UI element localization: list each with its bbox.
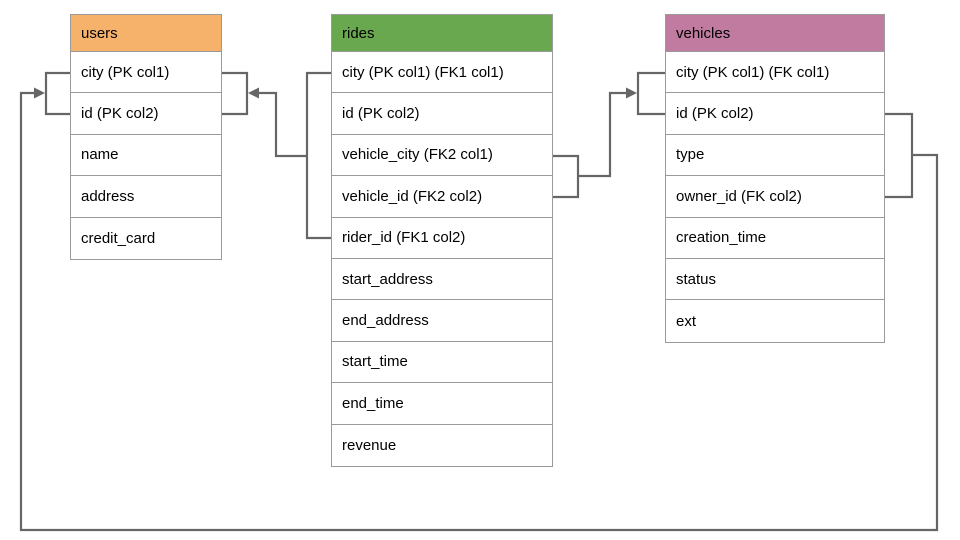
fk2-vehicles-target-bracket: [636, 71, 665, 116]
fk2-rides-source-bracket: [553, 154, 580, 199]
table-rides-header: rides: [332, 15, 552, 52]
rides-column-vehicle-city: vehicle_city (FK2 col1): [332, 134, 552, 177]
fk1-users-target-bracket: [222, 71, 249, 116]
rides-column-end-time: end_time: [332, 383, 552, 425]
fk1-arrowhead-icon: [248, 87, 259, 99]
rides-column-revenue: revenue: [332, 424, 552, 466]
fk-vehicles-source-bracket: [885, 112, 914, 199]
table-users-header: users: [71, 15, 221, 52]
rides-column-vehicle-id: vehicle_id (FK2 col2): [332, 176, 552, 218]
fk-arrowhead-icon: [34, 87, 45, 99]
fk1-link-line: [257, 91, 307, 158]
table-rides: rides city (PK col1) (FK1 col1) id (PK c…: [331, 14, 553, 467]
users-column-name: name: [71, 134, 221, 177]
users-column-id: id (PK col2): [71, 93, 221, 135]
table-vehicles: vehicles city (PK col1) (FK col1) id (PK…: [665, 14, 885, 343]
rides-column-start-time: start_time: [332, 341, 552, 384]
vehicles-column-status: status: [666, 258, 884, 301]
vehicles-column-id: id (PK col2): [666, 93, 884, 135]
rides-column-city: city (PK col1) (FK1 col1): [332, 52, 552, 94]
vehicles-column-owner-id: owner_id (FK col2): [666, 176, 884, 218]
fk-link-line: [19, 91, 939, 532]
fk2-arrowhead-icon: [626, 87, 637, 99]
fk2-link-line: [578, 91, 628, 178]
rides-column-end-address: end_address: [332, 300, 552, 342]
users-column-credit-card: credit_card: [71, 217, 221, 259]
fk-users-target-bracket: [44, 71, 70, 116]
fk1-rides-source-bracket: [305, 71, 331, 240]
vehicles-column-creation-time: creation_time: [666, 217, 884, 259]
table-users: users city (PK col1) id (PK col2) name a…: [70, 14, 222, 260]
users-column-city: city (PK col1): [71, 52, 221, 94]
users-column-address: address: [71, 176, 221, 218]
rides-column-id: id (PK col2): [332, 93, 552, 135]
vehicles-column-city: city (PK col1) (FK col1): [666, 52, 884, 94]
table-vehicles-header: vehicles: [666, 15, 884, 52]
vehicles-column-type: type: [666, 134, 884, 177]
vehicles-column-ext: ext: [666, 300, 884, 342]
rides-column-rider-id: rider_id (FK1 col2): [332, 217, 552, 259]
rides-column-start-address: start_address: [332, 258, 552, 301]
